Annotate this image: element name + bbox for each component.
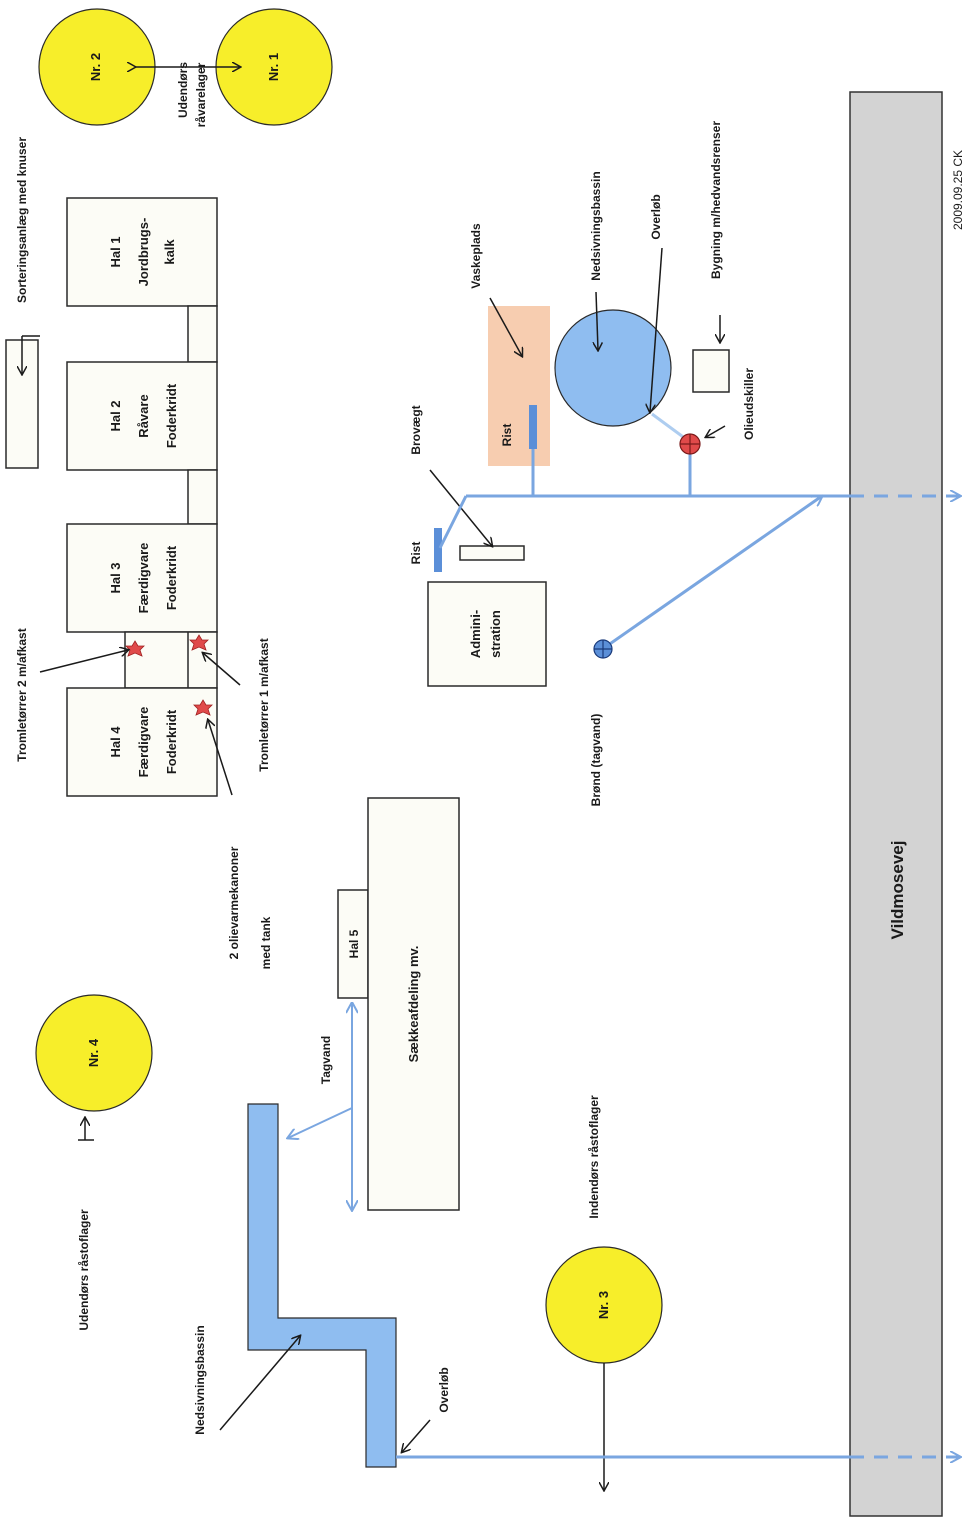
hal2	[66, 361, 218, 471]
hal4-line1: Hal 4	[108, 726, 123, 758]
hal2-line3: Foderkridt	[164, 383, 179, 448]
hal1-line2: Jordbrugs-	[136, 218, 151, 287]
hal4-line3: Foderkridt	[164, 709, 179, 774]
silo-nr1-label: Nr. 1	[266, 53, 281, 81]
rist-left	[434, 528, 442, 572]
hal4-line2: Færdigvare	[136, 707, 151, 778]
udendors-label-2: råvarelager	[194, 62, 208, 127]
hal1-line3: kalk	[162, 239, 177, 265]
silo-nr3-label: Nr. 3	[596, 1291, 611, 1319]
hal3-line3: Foderkridt	[164, 545, 179, 610]
hal3-line1: Hal 3	[108, 562, 123, 593]
udendors-rastoflager-label: Udendørs råstoflager	[77, 1209, 91, 1331]
saekke-label: Sækkeafdeling mv.	[406, 946, 421, 1063]
brovaegt	[459, 545, 525, 561]
nedsivningsbassin-left-label: Nedsivningsbassin	[193, 1325, 207, 1434]
bygning-label: Bygning m/hedvandsrenser	[709, 121, 723, 279]
pipe-main-ext	[438, 495, 468, 549]
admin-line2: stration	[488, 610, 503, 658]
silo-nr4-label: Nr. 4	[86, 1038, 101, 1067]
indendors-rastoflager-label: Indendørs råstoflager	[587, 1095, 601, 1219]
road-label: Vildmosevej	[888, 841, 907, 940]
hal1-line1: Hal 1	[108, 236, 123, 267]
silo-nr4	[35, 994, 153, 1112]
hal5-label: Hal 5	[347, 929, 361, 958]
vaskeplads	[488, 306, 550, 466]
vaskeplads-label: Vaskeplads	[469, 223, 483, 289]
date-stamp: 2009.09.25 CK	[951, 150, 965, 230]
tagvand-label: Tagvand	[319, 1036, 333, 1084]
brovaegt-label: Brovægt	[409, 405, 423, 454]
silo-nr2-label: Nr. 2	[88, 53, 103, 81]
tromle2-label: Tromletørrer 2 m/afkast	[15, 628, 29, 761]
rist-left-label: Rist	[409, 542, 423, 565]
tromle1-label: Tromletørrer 1 m/afkast	[257, 638, 271, 771]
nedsivningsbassin-right-label: Nedsivningsbassin	[589, 171, 603, 280]
saekkeafdeling	[367, 797, 460, 1211]
overlob-right-label: Overløb	[649, 194, 663, 239]
oliekanoner-label-1: 2 olievarmekanoner	[227, 846, 241, 959]
drier-1-marker	[189, 634, 209, 651]
administration	[427, 581, 547, 687]
olieudskiller-label: Olieudskiller	[742, 368, 756, 440]
hal2-line2: Råvare	[136, 394, 151, 437]
hal1	[66, 197, 218, 307]
admin-line1: Admini-	[468, 610, 483, 658]
rist-right-label: Rist	[500, 424, 514, 447]
hal4	[66, 687, 218, 797]
overlob-left-label: Overløb	[437, 1367, 451, 1412]
bygning-hedvandsrenser	[692, 349, 730, 393]
oliekanoner-label-2: med tank	[259, 916, 273, 969]
hal3-line2: Færdigvare	[136, 543, 151, 614]
sorting-label: Sorteringsanlæg med knuser	[15, 137, 29, 303]
drier-2-marker	[125, 640, 145, 657]
udendors-label-1: Udendørs	[176, 62, 190, 118]
road-vildmosevej	[849, 91, 943, 1517]
rist-right	[529, 405, 537, 449]
hal2-line1: Hal 2	[108, 400, 123, 431]
connector-1-2	[187, 305, 218, 363]
connector-2-3	[187, 469, 218, 525]
pipe-brond	[603, 496, 822, 650]
nedsivningsbassin-right	[554, 309, 672, 427]
brond-label: Brønd (tagvand)	[589, 714, 603, 807]
drier-3-marker	[193, 699, 213, 716]
